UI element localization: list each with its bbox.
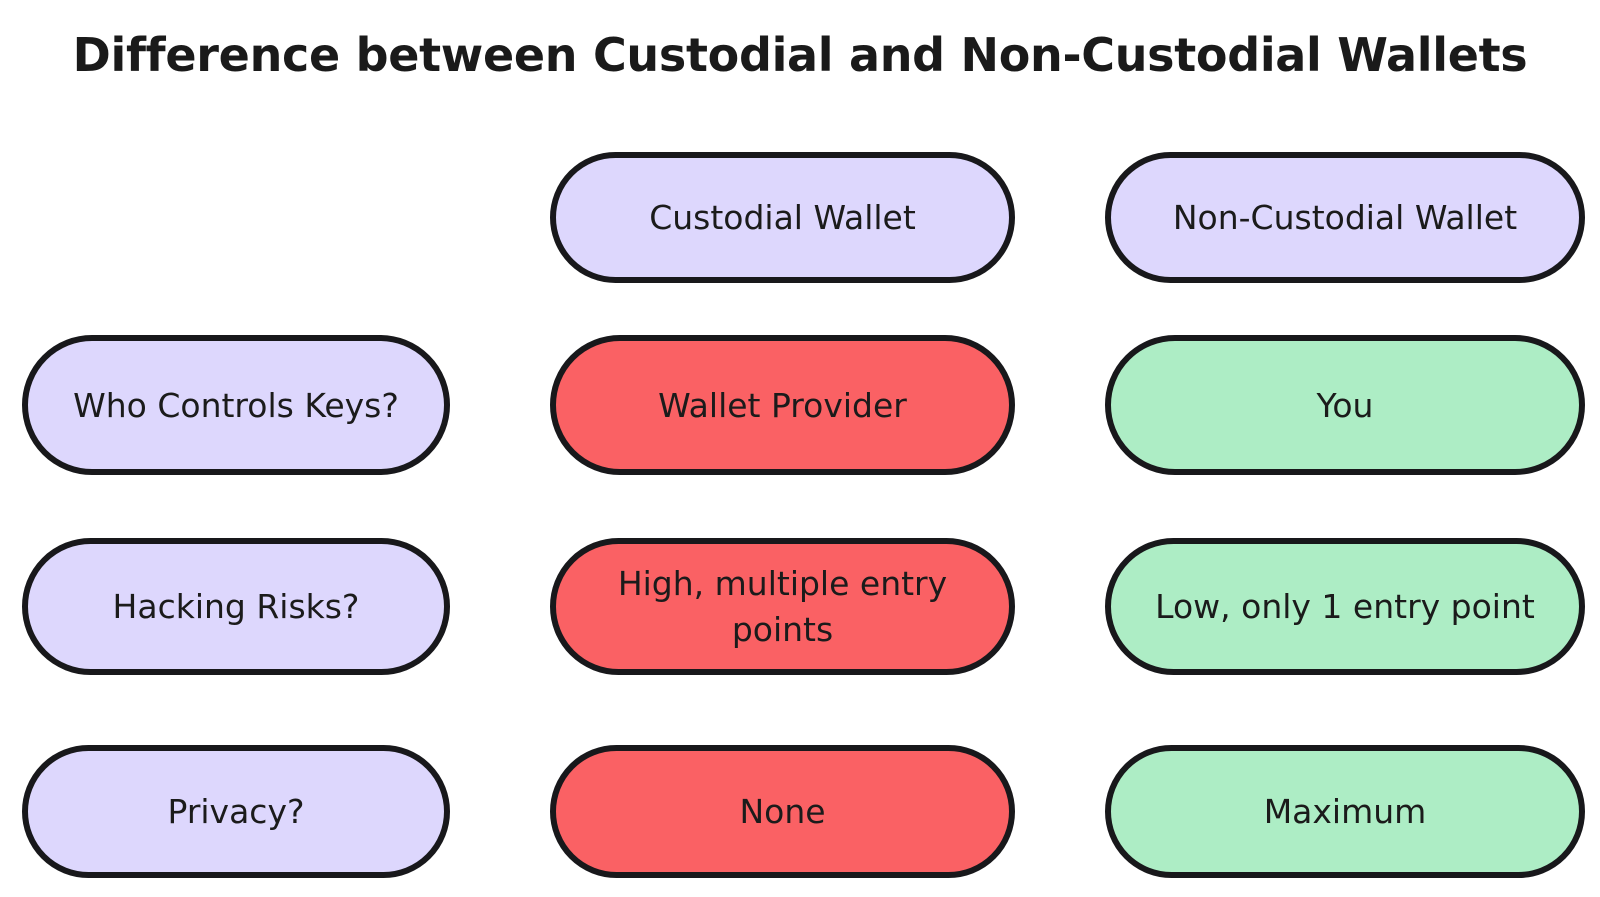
non-custodial-value-who-controls-keys: You: [1316, 385, 1374, 425]
non-custodial-cell-who-controls-keys[interactable]: You: [1105, 335, 1585, 475]
header-cell-criteria: [22, 152, 450, 283]
non-custodial-value-hacking-risks: Low, only 1 entry point: [1155, 587, 1535, 626]
header-cell-custodial-wallet[interactable]: Custodial Wallet: [550, 152, 1015, 283]
criteria-cell-who-controls-keys[interactable]: Who Controls Keys?: [22, 335, 450, 475]
header-label-non-custodial-wallet: Non-Custodial Wallet: [1172, 198, 1518, 237]
header-cell-non-custodial-wallet[interactable]: Non-Custodial Wallet: [1105, 152, 1585, 283]
criteria-label-hacking-risks: Hacking Risks?: [112, 587, 360, 626]
custodial-value-who-controls-keys: Wallet Provider: [658, 385, 907, 425]
custodial-value-privacy: None: [739, 792, 826, 831]
page-title: Difference between Custodial and Non-Cus…: [72, 28, 1528, 82]
criteria-label-who-controls-keys: Who Controls Keys?: [73, 385, 399, 425]
criteria-cell-privacy[interactable]: Privacy?: [22, 745, 450, 878]
custodial-cell-privacy[interactable]: None: [550, 745, 1015, 878]
header-label-custodial-wallet: Custodial Wallet: [649, 198, 916, 237]
criteria-cell-hacking-risks[interactable]: Hacking Risks?: [22, 538, 450, 675]
non-custodial-cell-hacking-risks[interactable]: Low, only 1 entry point: [1105, 538, 1585, 675]
custodial-value-hacking-risks: High, multiple entry points: [617, 563, 948, 649]
custodial-cell-hacking-risks[interactable]: High, multiple entry points: [550, 538, 1015, 675]
custodial-cell-who-controls-keys[interactable]: Wallet Provider: [550, 335, 1015, 475]
criteria-label-privacy: Privacy?: [167, 792, 305, 831]
non-custodial-value-privacy: Maximum: [1263, 792, 1427, 831]
non-custodial-cell-privacy[interactable]: Maximum: [1105, 745, 1585, 878]
